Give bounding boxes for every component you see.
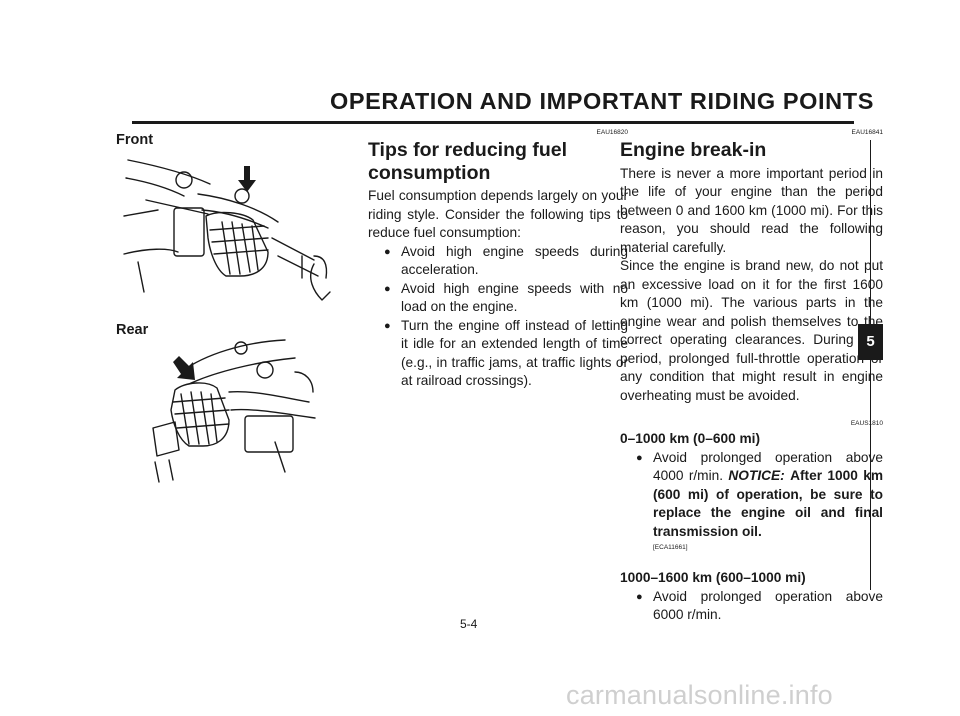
tips-code: EAU16820 [596, 129, 628, 136]
list-item-text: Turn the engine off instead of letting i… [401, 317, 628, 389]
notice-label: NOTICE: [728, 468, 785, 483]
bullet-icon: ● [636, 451, 643, 464]
list-item: ● Avoid prolonged operation above 4000 r… [620, 449, 883, 554]
bullet-icon: ● [384, 282, 391, 295]
breakin-code-2: EAUS1810 [850, 420, 883, 427]
tips-column: EAU16820 Tips for reducing fuel consumpt… [368, 128, 628, 391]
breakin-code: EAU16841 [851, 129, 883, 136]
breakin-column: EAU16841 Engine break-in There is never … [620, 128, 883, 625]
stage1-bullet-text: Avoid prolonged operation above 4000 r/m… [653, 449, 883, 484]
bullet-icon: ● [384, 245, 391, 258]
stage2-title: 1000–1600 km (600–1000 mi) [620, 570, 806, 585]
list-item: ● Avoid high engine speeds during acceler… [368, 243, 628, 280]
breakin-paragraph-2: Since the engine is brand new, do not pu… [620, 258, 883, 403]
list-item: ● Avoid high engine speeds with no load o… [368, 280, 628, 317]
chapter-tab-line-bottom [870, 360, 871, 590]
header-rule [132, 121, 854, 124]
list-item-text: Avoid high engine speeds with no load on… [401, 280, 628, 315]
stage2-bullet-text: Avoid prolonged operation above 6000 r/m… [653, 588, 883, 623]
list-item-text: Avoid high engine speeds during accelera… [401, 243, 628, 278]
notice-text: After 1000 km (600 mi) of operation, be … [653, 468, 883, 539]
list-item: ● Turn the engine off instead of letting … [368, 317, 628, 391]
chapter-tab-line-top [870, 140, 871, 324]
rear-brake-illustration [152, 339, 316, 483]
front-brake-illustration [123, 159, 331, 301]
rear-label: Rear [116, 322, 149, 338]
front-label: Front [116, 132, 154, 148]
page-header-title: OPERATION AND IMPORTANT RIDING POINTS [330, 88, 874, 114]
list-item: ● Avoid prolonged operation above 6000 r/… [620, 588, 883, 625]
page-number: 5-4 [460, 617, 478, 631]
chapter-tab: 5 [858, 324, 883, 360]
breakin-heading: Engine break-in [620, 139, 767, 161]
tips-heading: Tips for reducing fuel consumption [368, 139, 567, 184]
tips-intro: Fuel consumption depends largely on your… [368, 188, 628, 240]
bullet-icon: ● [636, 590, 643, 603]
stage1-title: 0–1000 km (0–600 mi) [620, 431, 761, 446]
notice-code: [ECA11661] [653, 544, 688, 551]
watermark: carmanualsonline.info [566, 680, 833, 710]
stage1-list: ● Avoid prolonged operation above 4000 r… [620, 449, 883, 554]
stage2-list: ● Avoid prolonged operation above 6000 r/… [620, 588, 883, 625]
bullet-icon: ● [384, 319, 391, 332]
breakin-paragraph-1: There is never a more important period i… [620, 165, 883, 255]
tips-bullet-list: ● Avoid high engine speeds during acceler… [368, 243, 628, 391]
